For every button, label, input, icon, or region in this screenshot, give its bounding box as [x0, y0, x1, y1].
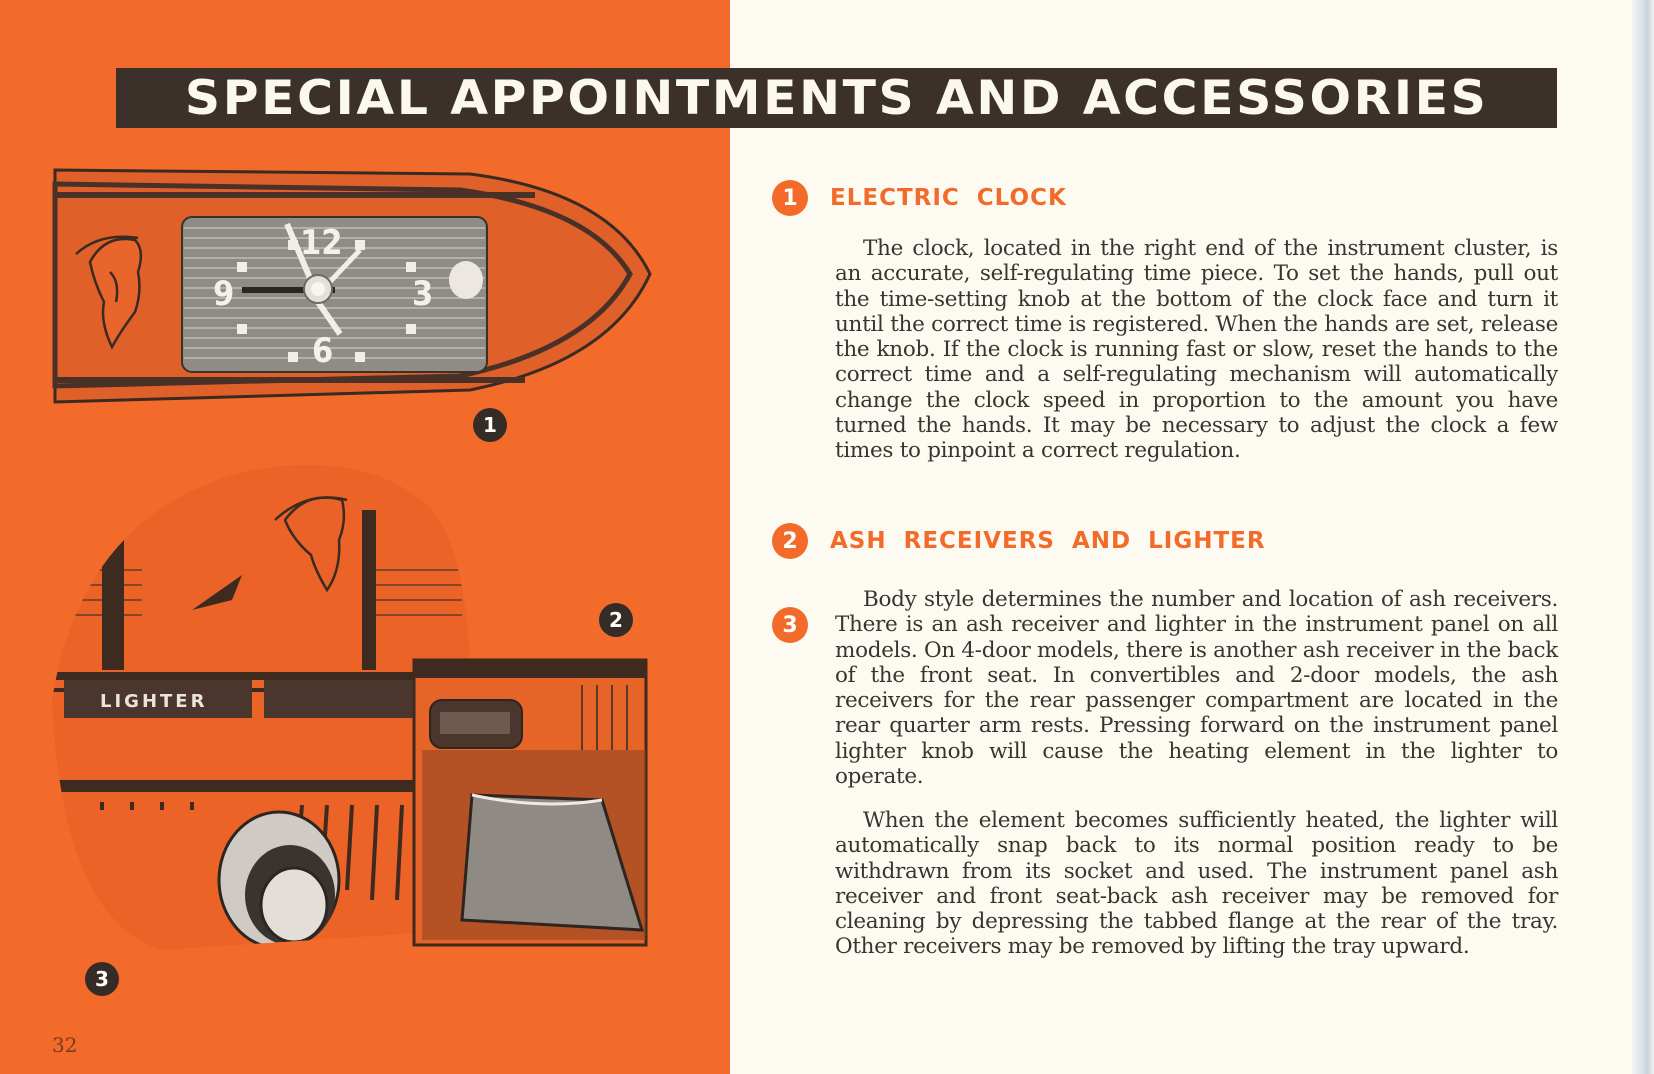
- svg-text:3: 3: [412, 274, 433, 314]
- clock-illustration: 12 3 6 9: [52, 168, 652, 404]
- callout-badge-3: 3: [85, 962, 119, 996]
- section-title: ASH RECEIVERS AND LIGHTER: [830, 528, 1266, 554]
- section-heading-electric-clock: 1 ELECTRIC CLOCK: [772, 180, 1067, 216]
- lighter-illustration: LIGHTER: [52, 465, 648, 950]
- section-title: ELECTRIC CLOCK: [830, 185, 1067, 211]
- callout-badge-2: 2: [599, 603, 633, 637]
- section-paragraph: The clock, located in the right end of t…: [835, 236, 1558, 464]
- svg-text:LIGHTER: LIGHTER: [100, 691, 207, 712]
- page-number: 32: [52, 1033, 78, 1057]
- callout-badge-1: 1: [473, 408, 507, 442]
- illustration-panel: 12 3 6 9 1: [0, 0, 730, 1074]
- section-paragraph: Body style determines the number and loc…: [835, 587, 1558, 790]
- section-number-badge-3: 3: [772, 607, 808, 643]
- section-number-badge: 2: [772, 523, 808, 559]
- svg-text:6: 6: [312, 331, 333, 371]
- section-paragraph: When the element becomes sufficiently he…: [835, 808, 1558, 960]
- svg-text:12: 12: [300, 223, 343, 263]
- page-title: SPECIAL APPOINTMENTS AND ACCESSORIES: [184, 70, 1489, 126]
- section-number-badge: 1: [772, 180, 808, 216]
- svg-text:9: 9: [213, 274, 234, 314]
- section-heading-ash-receivers: 2 ASH RECEIVERS AND LIGHTER: [772, 523, 1266, 559]
- page-edge: [1632, 0, 1654, 1074]
- page-title-banner: SPECIAL APPOINTMENTS AND ACCESSORIES: [116, 68, 1557, 128]
- text-panel: [730, 0, 1654, 1074]
